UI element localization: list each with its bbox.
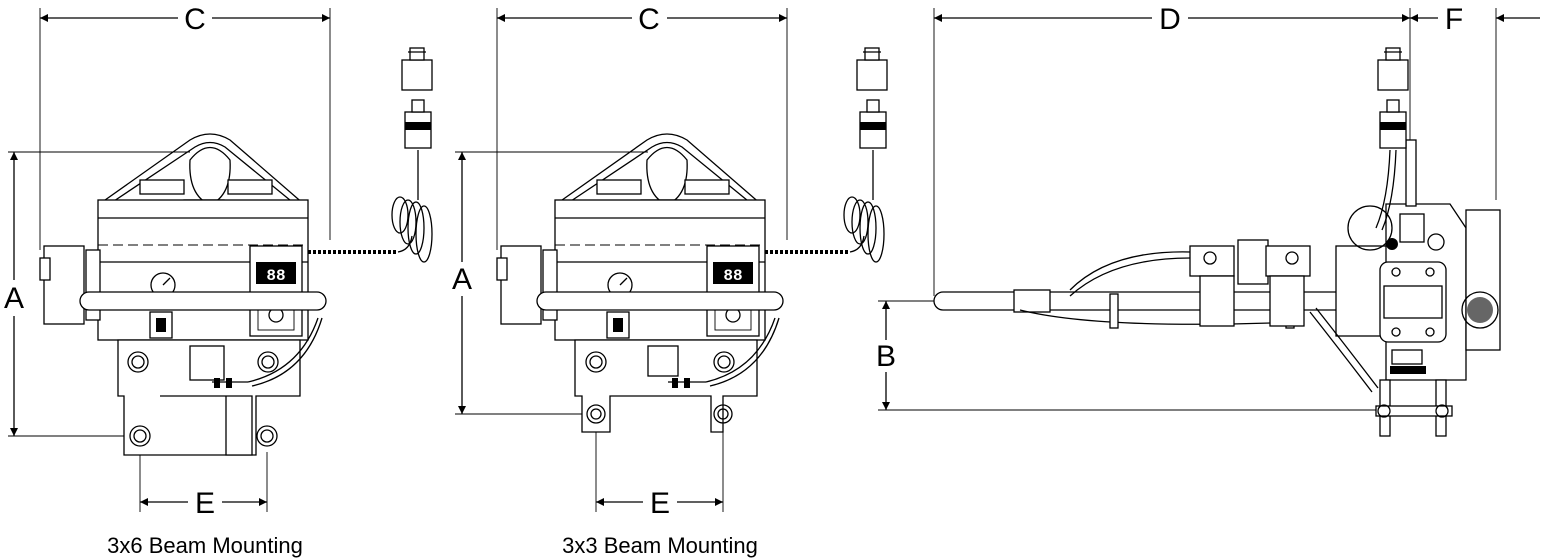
- dim-label-c: C: [184, 3, 206, 36]
- dim-label-a: A: [4, 282, 24, 315]
- caption-3x6-beam: 3x6 Beam Mounting: [107, 533, 303, 558]
- dim-label-b: B: [876, 340, 896, 373]
- dim-label-e: E: [195, 487, 215, 520]
- dim-e-view2: E: [595, 430, 724, 520]
- dim-label-d: D: [1159, 3, 1181, 36]
- dim-c-view2: C: [496, 3, 788, 250]
- dim-label-e: E: [650, 487, 670, 520]
- dim-e-view1: E: [139, 452, 268, 520]
- dim-b: B: [876, 300, 1380, 411]
- view-side: D F B: [876, 3, 1540, 437]
- dim-label-c: C: [638, 3, 660, 36]
- dim-a-view2: A: [452, 151, 648, 415]
- dim-label-f: F: [1445, 3, 1463, 36]
- svg-text:88: 88: [723, 267, 742, 285]
- dim-f: F: [1410, 3, 1540, 200]
- dim-a-view1: A: [4, 151, 190, 437]
- dim-c-view1: C: [39, 3, 331, 250]
- view-3x3-beam-mounting: C A E 88: [452, 3, 888, 558]
- caption-3x3-beam: 3x3 Beam Mounting: [562, 533, 758, 558]
- svg-text:88: 88: [266, 267, 285, 285]
- view-3x6-beam-mounting: C A E: [4, 3, 433, 558]
- dim-label-a: A: [452, 263, 472, 296]
